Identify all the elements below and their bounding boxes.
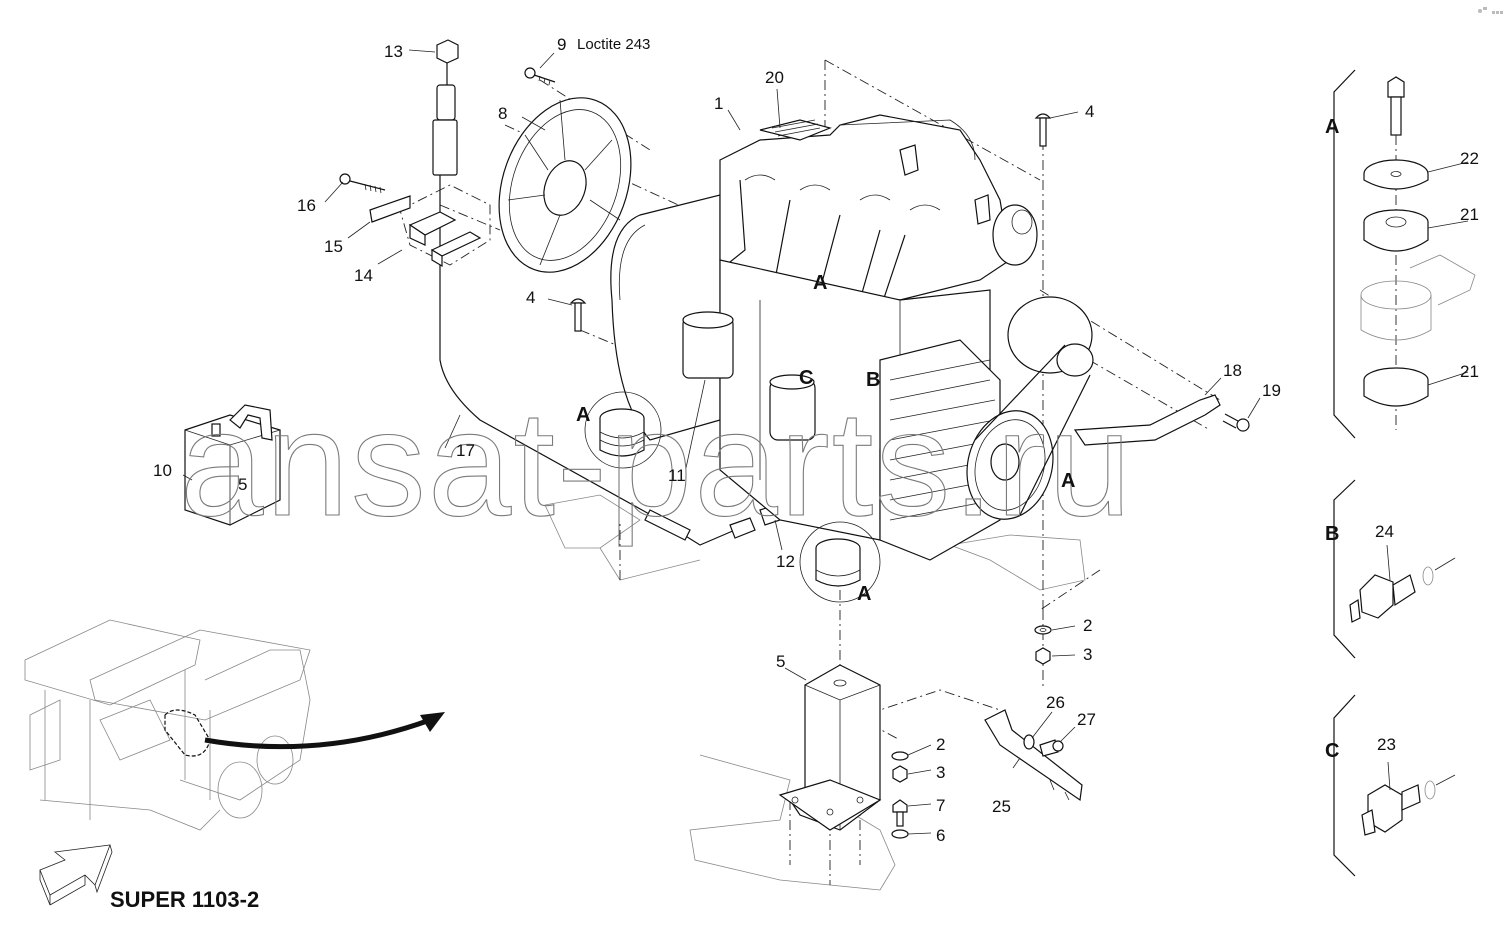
detail-a-washer[interactable] <box>1363 159 1429 190</box>
detail-ref-a-front: A <box>857 583 871 605</box>
engine-mount-front[interactable] <box>799 521 881 603</box>
callout-12: 12 <box>776 552 795 571</box>
detail-a-mount-housing <box>1360 254 1476 341</box>
support-bracket-bolt[interactable] <box>1222 413 1250 432</box>
mount-bolt-top[interactable] <box>1034 113 1052 147</box>
oil-canister[interactable]: 5 <box>184 404 281 526</box>
callout-17: 17 <box>456 441 475 460</box>
flywheel-cover[interactable] <box>476 79 654 291</box>
callout-25: 25 <box>992 797 1011 816</box>
temperature-sender-c[interactable] <box>1361 774 1456 836</box>
detail-a-bracket <box>1333 69 1356 439</box>
corner-icon <box>1478 7 1503 14</box>
detail-c-bracket <box>1333 694 1356 877</box>
dipstick-cap[interactable] <box>436 39 459 85</box>
detail-ref-a-left: A <box>576 404 590 426</box>
engine-mount-left[interactable] <box>584 391 662 469</box>
engine-assembly[interactable] <box>610 114 1094 561</box>
support-bracket[interactable] <box>1073 394 1221 446</box>
detail-section-b: B <box>1325 523 1339 545</box>
detail-ref-a-top: A <box>813 272 827 294</box>
detail-ref-b: B <box>866 369 880 391</box>
washer-stand[interactable] <box>891 751 909 761</box>
washer-right[interactable] <box>1034 625 1052 635</box>
callout-16: 16 <box>297 196 316 215</box>
detail-ref-a-pulley: A <box>1061 470 1075 492</box>
callout-22: 22 <box>1460 149 1479 168</box>
view-direction-arrow <box>39 844 113 906</box>
callout-10: 10 <box>153 461 172 480</box>
callout-21-upper: 21 <box>1460 205 1479 224</box>
clamp-plate[interactable] <box>369 195 411 223</box>
model-title: SUPER 1103-2 <box>110 887 259 912</box>
detail-section-c: C <box>1325 740 1339 762</box>
nut-right[interactable] <box>1035 647 1051 665</box>
callout-8: 8 <box>498 104 507 123</box>
floor-plate-bottom <box>689 754 896 891</box>
bolt-stand[interactable] <box>892 799 908 827</box>
callout-4-left: 4 <box>526 288 535 307</box>
sensor-bracket[interactable] <box>984 709 1083 802</box>
detail-ref-c: C <box>799 367 813 389</box>
callout-11: 11 <box>668 466 686 485</box>
dipstick-tube[interactable] <box>432 84 458 265</box>
callout-5: 5 <box>776 652 785 671</box>
callout-26: 26 <box>1046 693 1065 712</box>
callout-15: 15 <box>324 237 343 256</box>
zoom-arrow <box>204 712 445 750</box>
bracket-bolt[interactable] <box>1039 739 1064 757</box>
callout-24: 24 <box>1375 522 1394 541</box>
bracket-washer[interactable] <box>1023 734 1035 750</box>
callout-1: 1 <box>714 94 723 113</box>
leader-lines <box>182 49 1469 835</box>
washer-base[interactable] <box>891 829 909 839</box>
paver-overview <box>24 619 311 831</box>
detail-section-a: A <box>1325 116 1339 138</box>
detail-section-labels: A B C <box>1325 116 1339 762</box>
callout-3-right: 3 <box>1083 645 1092 664</box>
callout-3-stand: 3 <box>936 763 945 782</box>
detail-reference-letters: A C B A A A <box>576 272 1075 605</box>
callout-21-lower: 21 <box>1460 362 1479 381</box>
callout-19: 19 <box>1262 381 1281 400</box>
detail-b-bracket <box>1333 479 1356 659</box>
floor-plate-right <box>948 534 1086 591</box>
callout-2-stand: 2 <box>936 735 945 754</box>
callout-4-top: 4 <box>1085 102 1094 121</box>
flywheel-bolt[interactable] <box>524 67 556 86</box>
dipstick-clamp[interactable] <box>399 184 491 268</box>
callout-6: 6 <box>936 826 945 845</box>
callout-9: 9 <box>557 35 566 54</box>
callout-7: 7 <box>936 796 945 815</box>
mount-bolt-left[interactable] <box>569 298 587 332</box>
oil-drain-hose[interactable] <box>439 265 756 546</box>
temperature-sender-b[interactable] <box>1349 557 1456 623</box>
callout-23: 23 <box>1377 735 1396 754</box>
loctite-note: Loctite 243 <box>577 36 650 53</box>
callout-14: 14 <box>354 266 373 285</box>
canister-mark: 5 <box>238 475 247 494</box>
detail-a-rubber-upper[interactable] <box>1363 209 1429 252</box>
clamp-bolt[interactable] <box>339 173 386 194</box>
callout-27: 27 <box>1077 710 1096 729</box>
detail-a-rubber-lower[interactable] <box>1363 367 1429 407</box>
callout-labels: 13 9 Loctite 243 20 1 8 4 16 15 14 4 10 … <box>153 35 1479 845</box>
callout-13: 13 <box>384 42 403 61</box>
callout-2-right: 2 <box>1083 616 1092 635</box>
callout-20: 20 <box>765 68 784 87</box>
watermark: ansat-parts.ru <box>180 379 1133 547</box>
callout-18: 18 <box>1223 361 1242 380</box>
engine-support-stand[interactable] <box>778 664 882 831</box>
nut-stand[interactable] <box>892 765 908 783</box>
